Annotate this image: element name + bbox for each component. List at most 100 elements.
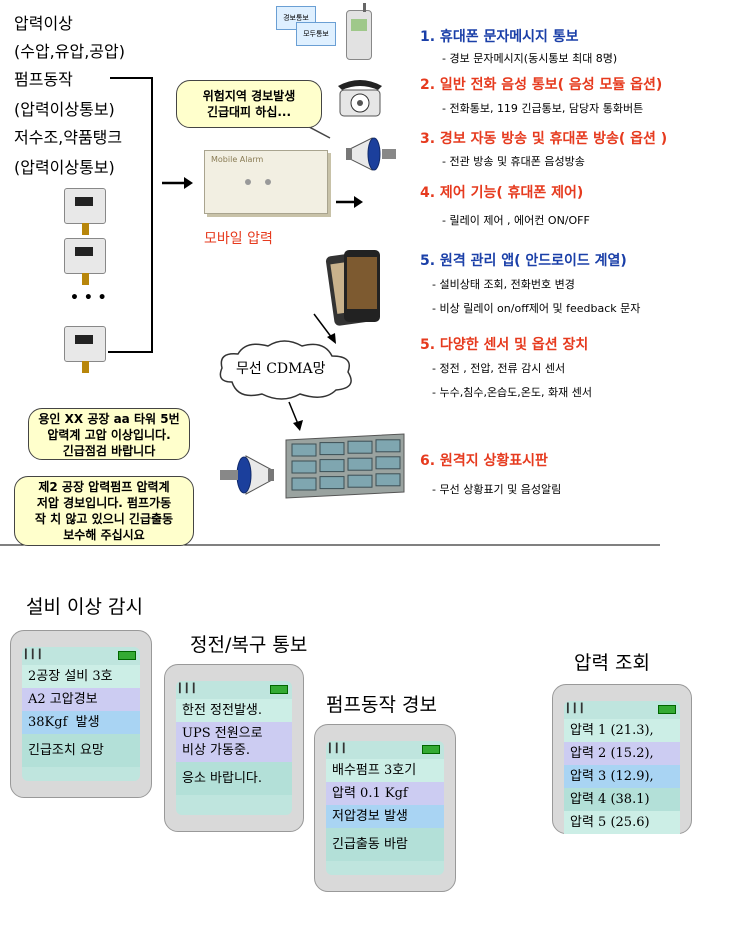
board-cell bbox=[291, 460, 317, 474]
message-line: UPS 전원으로 비상 가동중. bbox=[176, 722, 292, 762]
board-cell bbox=[375, 439, 401, 453]
battery-icon bbox=[422, 745, 440, 754]
board-cell bbox=[319, 442, 345, 456]
device-label: 모바일 압력 bbox=[204, 231, 273, 247]
left-item-pump: 펌프동작 bbox=[14, 70, 73, 89]
feature-title: 4. 제어 기능( 휴대폰 제어) bbox=[420, 185, 584, 201]
message-line: 한전 정전발생. bbox=[176, 699, 292, 722]
status-bar: ▎▎▎ bbox=[176, 681, 292, 699]
feature-title: 1. 휴대폰 문자메시지 통보 bbox=[420, 29, 579, 45]
feature-detail: - 비상 릴레이 on/off제어 및 feedback 문자 bbox=[432, 302, 641, 315]
phone-example-title: 설비 이상 감시 bbox=[26, 596, 143, 618]
megaphone-icon bbox=[346, 137, 396, 171]
message-line: 긴급조치 요망 bbox=[22, 734, 140, 767]
sms-card-icon: 모두통보 bbox=[296, 22, 336, 46]
board-cell bbox=[375, 473, 401, 487]
message-line: 압력 1 (21.3), bbox=[564, 719, 680, 742]
phone-mockup: ▎▎▎압력 1 (21.3),압력 2 (15.2),압력 3 (12.9),압… bbox=[552, 684, 692, 834]
feature-detail: - 전관 방송 및 휴대폰 음성방송 bbox=[442, 155, 585, 168]
message-line: 저압경보 발생 bbox=[326, 805, 444, 828]
pressure-sensor-icon bbox=[64, 188, 106, 235]
status-bar: ▎▎▎ bbox=[22, 647, 140, 665]
board-cell bbox=[347, 457, 373, 471]
sms-card-text: 경보통보 bbox=[283, 14, 309, 22]
bubble-line: 보수해 주십시요 bbox=[63, 528, 145, 542]
cdma-cloud-icon bbox=[219, 340, 352, 400]
message-line: 38Kgf 발생 bbox=[22, 711, 140, 734]
mobile-alarm-device: Mobile Alarm bbox=[204, 150, 328, 214]
message-line: 압력 4 (38.1) bbox=[564, 788, 680, 811]
left-item-tank: 저수조,약품탱크 bbox=[14, 128, 123, 147]
phone-example-title: 압력 조회 bbox=[574, 652, 650, 674]
bubble-line: 용인 XX 공장 aa 타워 5번 bbox=[38, 412, 180, 426]
feature-title: 3. 경보 자동 방송 및 휴대폰 방송( 옵션 ) bbox=[420, 131, 668, 147]
megaphone-icon bbox=[220, 455, 274, 495]
message-line: 2공장 설비 3호 bbox=[22, 665, 140, 688]
alert-speech-bubble-2: 제2 공장 압력펌프 압력계 저압 경보입니다. 펌프가동 작 치 않고 있으니… bbox=[14, 476, 194, 546]
battery-icon bbox=[270, 685, 288, 694]
message-line: 압력 5 (25.6) bbox=[564, 811, 680, 834]
signal-icon: ▎▎▎ bbox=[25, 650, 46, 660]
bubble-line: 제2 공장 압력펌프 압력계 bbox=[38, 480, 170, 494]
phone-screen: ▎▎▎압력 1 (21.3),압력 2 (15.2),압력 3 (12.9),압… bbox=[564, 701, 680, 834]
message-line: 응소 바랍니다. bbox=[176, 762, 292, 795]
board-cell bbox=[291, 443, 317, 457]
alert-speech-bubble-1: 용인 XX 공장 aa 타워 5번 압력계 고압 이상입니다. 긴급점검 바랍니… bbox=[28, 408, 190, 460]
feature-detail: - 누수,침수,온습도,온도, 화재 센서 bbox=[432, 386, 593, 399]
bubble-line: 압력계 고압 이상입니다. bbox=[47, 428, 171, 442]
status-bar: ▎▎▎ bbox=[564, 701, 680, 719]
device-brand-label: Mobile Alarm bbox=[211, 155, 264, 164]
feature-detail: - 경보 문자메시지(동시통보 최대 8명) bbox=[442, 52, 618, 65]
board-cell bbox=[347, 474, 373, 488]
board-cell bbox=[347, 440, 373, 454]
telephone-icon bbox=[338, 80, 382, 117]
display-board-icon bbox=[285, 433, 405, 499]
left-item-pump-note: (압력이상통보) bbox=[14, 100, 115, 119]
feature-title: 6. 원격지 상황표시판 bbox=[420, 453, 548, 469]
message-line: 압력 2 (15.2), bbox=[564, 742, 680, 765]
feature-detail: - 전화통보, 119 긴급통보, 담당자 통화버튼 bbox=[442, 102, 644, 115]
bubble-line: 작 치 않고 있으니 긴급출동 bbox=[34, 512, 174, 526]
battery-icon bbox=[658, 705, 676, 714]
battery-icon bbox=[118, 651, 136, 660]
signal-icon: ▎▎▎ bbox=[567, 704, 588, 714]
feature-detail: - 릴레이 제어 , 에어컨 ON/OFF bbox=[442, 214, 590, 227]
cdma-label: 무선 CDMA망 bbox=[236, 361, 326, 377]
bubble-line: 위험지역 경보발생 bbox=[202, 89, 296, 103]
bubble-line: 저압 경보입니다. 펌프가동 bbox=[36, 496, 172, 510]
board-cell bbox=[319, 476, 345, 490]
feature-title: 2. 일반 전화 음성 통보( 음성 모듈 옵션) bbox=[420, 77, 663, 93]
board-cell bbox=[375, 456, 401, 470]
feature-detail: - 무선 상황표기 및 음성알림 bbox=[432, 483, 562, 496]
phone-screen: ▎▎▎ 한전 정전발생.UPS 전원으로 비상 가동중.응소 바랍니다. bbox=[176, 681, 292, 815]
signal-icon: ▎▎▎ bbox=[179, 684, 200, 694]
pressure-sensor-icon bbox=[64, 326, 106, 373]
message-line: 압력 3 (12.9), bbox=[564, 765, 680, 788]
sms-card-text: 모두통보 bbox=[303, 30, 329, 38]
smartphone-icon bbox=[325, 248, 382, 330]
bubble-line: 긴급대피 하십... bbox=[206, 105, 292, 119]
feature-detail: - 정전 , 전압, 전류 감시 센서 bbox=[432, 362, 566, 375]
message-line: 압력 0.1 Kgf bbox=[326, 782, 444, 805]
phone-mockup: ▎▎▎ 한전 정전발생.UPS 전원으로 비상 가동중.응소 바랍니다. bbox=[164, 664, 304, 832]
board-cell bbox=[291, 477, 317, 491]
message-line: 긴급출동 바람 bbox=[326, 828, 444, 861]
signal-icon: ▎▎▎ bbox=[329, 744, 350, 754]
message-line: 배수펌프 3호기 bbox=[326, 759, 444, 782]
feature-detail: - 설비상태 조회, 전화번호 변경 bbox=[432, 278, 575, 291]
cellphone-icon bbox=[346, 3, 372, 60]
left-item-tank-note: (압력이상통보) bbox=[14, 158, 115, 177]
ellipsis: • • • bbox=[70, 290, 107, 306]
status-bar: ▎▎▎ bbox=[326, 741, 444, 759]
alert-speech-bubble: 위험지역 경보발생 긴급대피 하십... bbox=[176, 80, 322, 128]
phone-example-title: 정전/복구 통보 bbox=[190, 634, 308, 656]
left-item-pressure: 압력이상 bbox=[14, 14, 73, 33]
feature-title: 5. 원격 관리 앱( 안드로이드 계열) bbox=[420, 253, 627, 269]
feature-title: 5. 다양한 센서 및 옵션 장치 bbox=[420, 337, 589, 353]
bubble-line: 긴급점검 바랍니다 bbox=[62, 444, 156, 458]
message-line: A2 고압경보 bbox=[22, 688, 140, 711]
